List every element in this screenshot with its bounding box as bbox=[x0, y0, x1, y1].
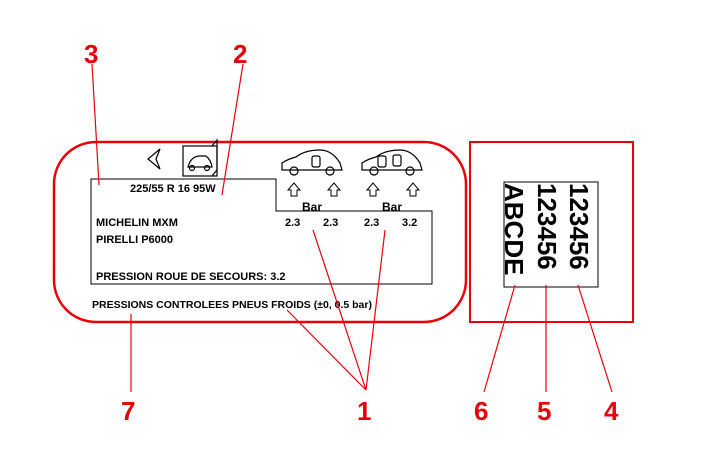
callout-number: 5 bbox=[537, 396, 551, 426]
code-panel-border bbox=[469, 141, 634, 323]
spare-pressure-text: PRESSION ROUE DE SECOURS: 3.2 bbox=[96, 271, 286, 283]
pressure-value: 2.3 bbox=[323, 217, 338, 229]
tyre-brand-1: MICHELIN MXM bbox=[96, 217, 178, 229]
up-arrow-icon bbox=[365, 182, 381, 197]
up-arrow-icon bbox=[286, 182, 302, 197]
unit-label-left: Bar bbox=[302, 200, 322, 214]
tyre-brand-2: PIRELLI P6000 bbox=[96, 234, 173, 246]
up-arrow-icon bbox=[326, 182, 342, 197]
callout-number: 1 bbox=[357, 396, 371, 426]
car-full-load-icon bbox=[361, 149, 423, 176]
callout-leaders bbox=[91, 63, 613, 393]
up-arrow-icon bbox=[405, 182, 421, 197]
callout-number: 2 bbox=[233, 39, 247, 69]
code-panel-inner-box bbox=[503, 181, 599, 288]
code-line-digits-2: 123456 bbox=[564, 183, 594, 270]
unit-label-right: Bar bbox=[382, 200, 402, 214]
code-line-letters: ABCDE bbox=[499, 183, 529, 275]
pressure-value: 2.3 bbox=[285, 217, 300, 229]
pressure-value: 3.2 bbox=[402, 217, 417, 229]
arrow-cursor-icon bbox=[147, 148, 161, 170]
tyre-pressure-label-border bbox=[52, 140, 468, 324]
car-light-load-icon bbox=[281, 149, 343, 176]
info-box-outline bbox=[90, 178, 433, 285]
callout-number: 3 bbox=[84, 39, 98, 69]
footer-text: PRESSIONS CONTROLEES PNEUS FROIDS (±0, 0… bbox=[92, 299, 372, 311]
tyre-size-text: 225/55 R 16 95W bbox=[130, 183, 216, 195]
car-door-icon bbox=[182, 138, 218, 177]
callout-number: 4 bbox=[604, 396, 619, 426]
pressure-value: 2.3 bbox=[364, 217, 379, 229]
callout-number: 6 bbox=[474, 396, 488, 426]
callout-number: 7 bbox=[121, 396, 135, 426]
code-line-digits-1: 123456 bbox=[532, 183, 562, 270]
